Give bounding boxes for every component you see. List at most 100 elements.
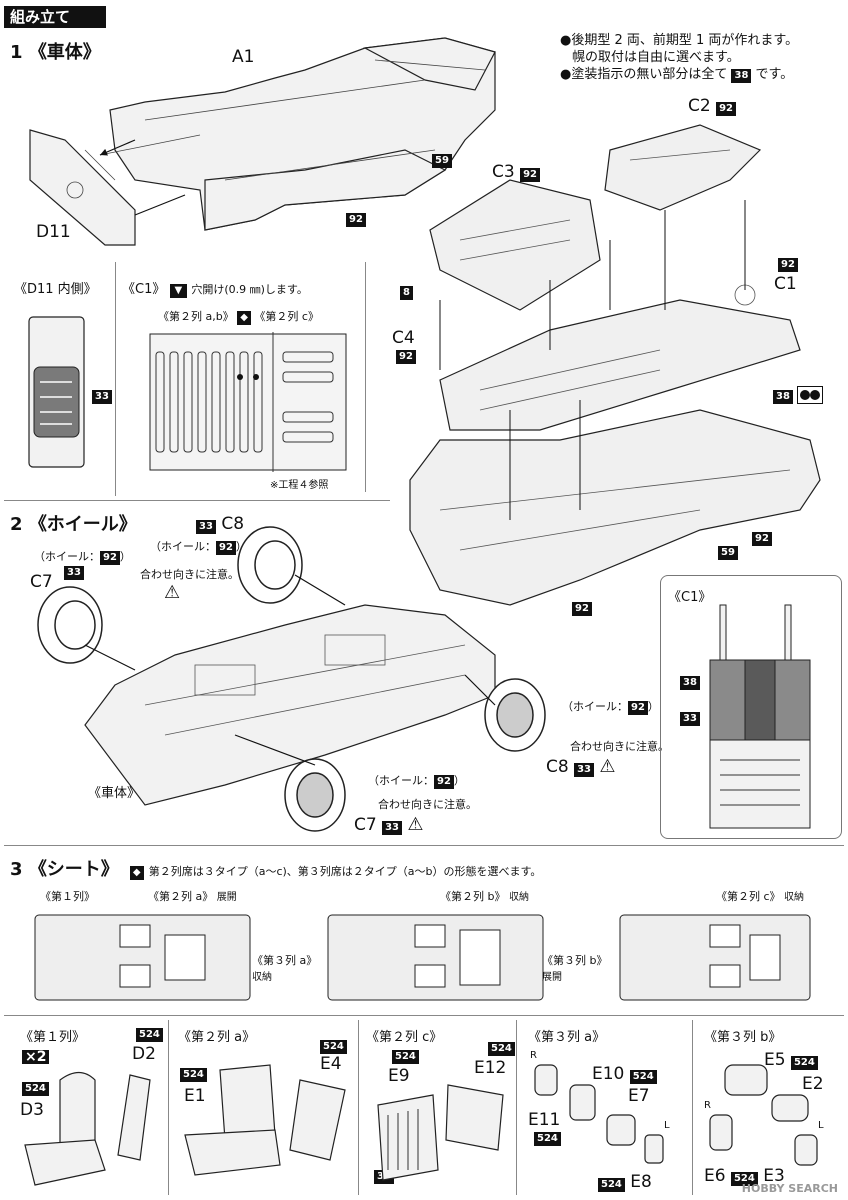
seat-part4-e8: 524 E8 (598, 1172, 652, 1192)
part-label-c1: C1 (774, 274, 797, 294)
code-33-c7a: 33 (64, 566, 84, 580)
seat-part1-title: 《第１列》 (20, 1030, 86, 1045)
divider-v2 (358, 1020, 359, 1195)
body-shell-drawing (29, 37, 496, 246)
part-label-c4: C4 (392, 328, 415, 348)
code-59-b: 59 (718, 546, 738, 560)
code-59-a: 59 (432, 154, 452, 168)
part-label-c7-b: C7 33 ⚠ (354, 814, 424, 835)
warning-icon: ⚠ (599, 756, 616, 777)
seat-part4-title: 《第３列 a》 (528, 1030, 606, 1045)
seat-part2-code-b: 524 (320, 1040, 347, 1054)
wheel-label-c8: （ホイール：92） (150, 540, 247, 555)
seat-part1-d2: D2 (132, 1044, 156, 1064)
c1-title: 《C1》 ▼ 穴開け(0.9 ㎜)します。 (122, 282, 308, 298)
page-header: 組み立て (4, 6, 106, 28)
part-label-c2: C2 92 (688, 96, 737, 116)
chassis-drawing (409, 124, 821, 606)
step1-title: 1 《車体》 (10, 42, 101, 63)
seat-part4-code-b: 524 (534, 1132, 561, 1146)
seat-part1-code: 524 (22, 1082, 49, 1096)
part-label-c8-a: 33 C8 (196, 514, 244, 534)
d11-inner-title: 《D11 内側》 (14, 282, 97, 297)
c1-view-drawing (709, 604, 811, 829)
seat-part4-e10: E10 524 (592, 1064, 657, 1084)
code-92-b: 92 (752, 532, 772, 546)
seat-part1-qty: ×2 (22, 1050, 50, 1064)
warning-icon: ⚠ (164, 582, 181, 603)
seat-part2-title: 《第２列 a》 (178, 1030, 256, 1045)
step1-notes: ●後期型 2 両、前期型 1 両が作れます。 幌の取付は自由に選べます。 ●塗装… (560, 33, 799, 83)
wheel-label-c7: （ホイール：92） (34, 550, 131, 565)
part-label-c7-a: C7 (30, 572, 53, 592)
vehicle-wheel-drawing (37, 526, 546, 832)
seat-part3-e12: E12 (474, 1058, 507, 1078)
seat-part3-code-b: 524 (488, 1042, 515, 1056)
c1-drill-drawing (149, 332, 347, 472)
paint-dots-icon (797, 386, 823, 404)
view1-row3: 《第３列 a》収納 (252, 954, 318, 983)
seat-part4-r: R (530, 1050, 537, 1061)
divider-v4 (692, 1020, 693, 1195)
code-92-a: 92 (346, 213, 366, 227)
view3-row2: 《第２列 c》 収納 (716, 890, 805, 903)
select-icon: ◆ (129, 866, 144, 880)
seat-part2-drawing (184, 1064, 346, 1176)
seat-part5-l: L (818, 1120, 824, 1131)
caution-a: 合わせ向きに注意。 (140, 568, 239, 581)
seat-part5-drawing (709, 1064, 818, 1166)
code-92-c: 92 (572, 602, 592, 616)
code-c4: 92 (396, 350, 416, 364)
caution-b: 合わせ向きに注意。 (570, 740, 669, 753)
seat-part5-e5: E5 524 (764, 1050, 818, 1070)
seat-part4-e11: E11 (528, 1110, 561, 1130)
warning-icon: ⚠ (407, 814, 424, 835)
seat-part1-d3: D3 (20, 1100, 44, 1120)
d11-inner-drawing (28, 316, 85, 468)
seat-part3-drawing (377, 1084, 504, 1181)
watermark: HOBBY SEARCH (741, 1182, 838, 1195)
seat-part3-e9: E9 (388, 1066, 410, 1086)
seat-part3-code: 524 (392, 1050, 419, 1064)
code-33-d11: 33 (92, 390, 112, 404)
seat-layout-drawings (34, 914, 811, 1001)
view1-row1: 《第１列》 (40, 890, 95, 903)
drill-icon: ▼ (169, 284, 188, 298)
divider-1 (4, 500, 390, 501)
view1-row2: 《第２列 a》 展開 (148, 890, 237, 903)
seat-part5-r: R (704, 1100, 711, 1111)
c1-row2ab-label: 《第２列 a,b》 ◆ 《第２列 c》 (158, 310, 319, 325)
code-c1: 92 (778, 258, 798, 272)
seat-part5-title: 《第３列 b》 (704, 1030, 782, 1045)
part-label-c8-b: C8 33 ⚠ (546, 756, 616, 777)
wheel-label-c8-b: （ホイール：92） (562, 700, 659, 715)
divider-3 (4, 1015, 844, 1016)
divider-2 (4, 845, 844, 846)
c1-view-panel (660, 575, 842, 839)
code-38: 38 (773, 390, 793, 404)
select-icon: ◆ (237, 311, 251, 325)
seat-part2-e4: E4 (320, 1054, 342, 1074)
view2-row2: 《第２列 b》 収納 (440, 890, 529, 903)
wheel-label-c7-b: （ホイール：92） (368, 774, 465, 789)
seat-part2-e1: E1 (184, 1086, 206, 1106)
part-label-c3: C3 92 (492, 162, 541, 182)
c1-view-title: 《C1》 (668, 590, 712, 605)
step3-title: 3 《シート》 ◆ 第２列席は３タイプ（a～c)、第３列席は２タイプ（a～b）の… (10, 859, 542, 880)
seat-part4-e7: E7 (628, 1086, 650, 1106)
seat-part5-e2: E2 (802, 1074, 824, 1094)
c1-ref-note: ※工程４参照 (270, 480, 329, 491)
code-c4-top: 8 (400, 286, 413, 300)
divider-v3 (516, 1020, 517, 1195)
body-label: 《車体》 (88, 786, 141, 801)
seat-part2-code: 524 (180, 1068, 207, 1082)
seat-part5-e6-e3: E6 524 E3 (704, 1166, 785, 1186)
code-38-c1view: 38 (680, 676, 700, 690)
part-label-a1: A1 (232, 47, 255, 67)
code-33-c1view: 33 (680, 712, 700, 726)
seat-part3-title: 《第２列 c》 (366, 1030, 443, 1045)
divider-v1 (168, 1020, 169, 1195)
seat-part4-l: L (664, 1120, 670, 1131)
d11-inner-panel (8, 262, 116, 496)
seat-part1-code-b: 524 (136, 1028, 163, 1042)
